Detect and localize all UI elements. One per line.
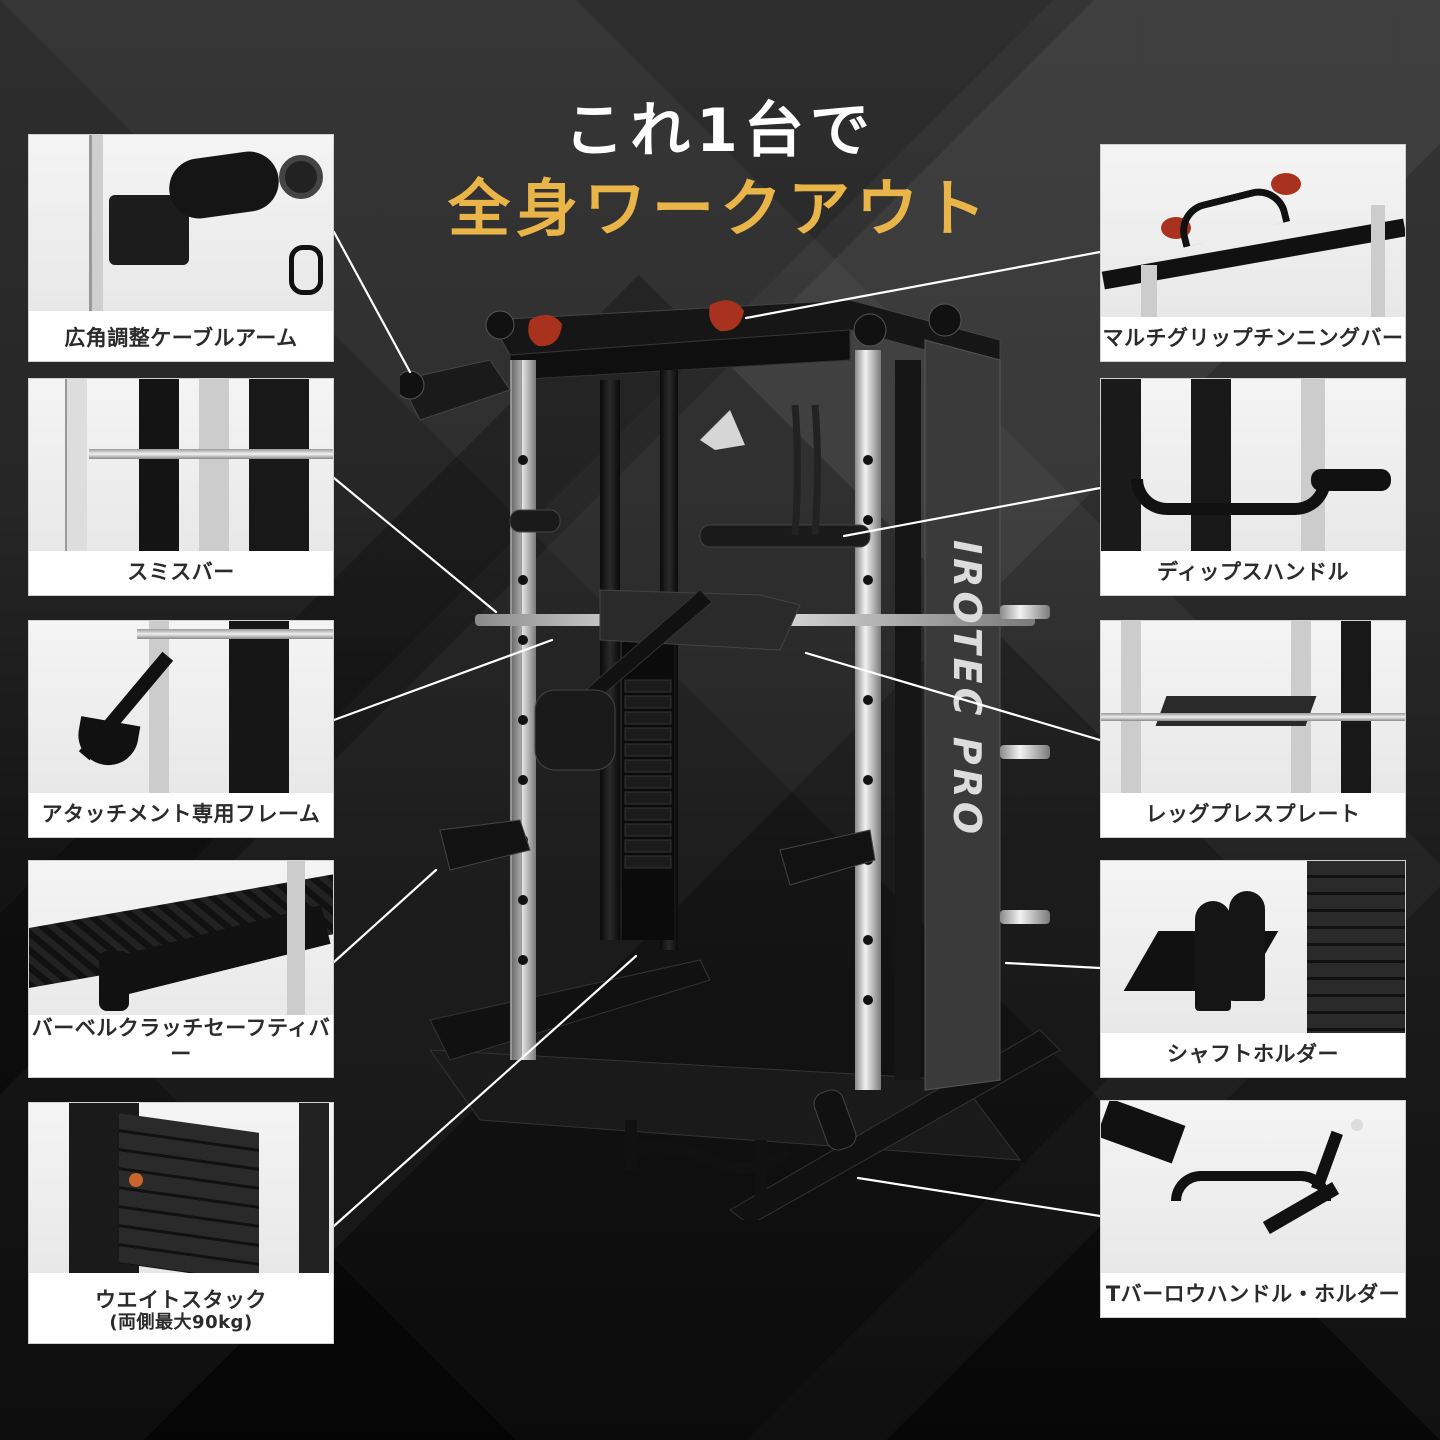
feature-label: ディップスハンドル [1101, 559, 1405, 595]
feature-label: アタッチメント専用フレーム [29, 801, 333, 837]
feature-panel-attachment-frame: アタッチメント専用フレーム [28, 620, 334, 838]
feature-panel-t-bar-row-handle: Tバーロウハンドル・ホルダー [1100, 1100, 1406, 1318]
feature-panel-leg-press-plate: レッグプレスプレート [1100, 620, 1406, 838]
smith-bar-icon [29, 379, 333, 551]
feature-panel-shaft-holder: シャフトホルダー [1100, 860, 1406, 1078]
cable-arm-icon [29, 135, 333, 311]
safety-bar-icon [29, 861, 333, 1033]
feature-label: レッグプレスプレート [1101, 801, 1405, 837]
feature-label: ウエイトスタック [95, 1288, 267, 1312]
headline-line-1: これ1台で [564, 96, 876, 166]
chin-bar-icon [1101, 145, 1405, 317]
feature-label: シャフトホルダー [1101, 1041, 1405, 1077]
brand-logo: IROTEC PRO [945, 540, 989, 839]
leg-press-plate-icon [1101, 621, 1405, 793]
feature-panel-smith-bar: スミスバー [28, 378, 334, 596]
attachment-frame-icon [29, 621, 333, 793]
feature-panel-cable-arm: 広角調整ケーブルアーム [28, 134, 334, 362]
feature-label: スミスバー [29, 559, 333, 595]
shaft-holder-icon [1101, 861, 1405, 1033]
headline-line-2: 全身ワークアウト [447, 172, 992, 245]
feature-panel-safety-bar: バーベルクラッチセーフティバー [28, 860, 334, 1078]
feature-label-group: ウエイトスタック (両側最大90kg) [29, 1287, 333, 1343]
dip-handle-icon [1101, 379, 1405, 551]
feature-label: 広角調整ケーブルアーム [29, 325, 333, 361]
feature-label: マルチグリップチンニングバー [1101, 325, 1405, 361]
t-bar-row-handle-icon [1101, 1101, 1405, 1273]
feature-label: バーベルクラッチセーフティバー [29, 1015, 333, 1077]
weight-stack-icon [29, 1103, 333, 1273]
feature-panel-chin-bar: マルチグリップチンニングバー [1100, 144, 1406, 362]
feature-sublabel: (両側最大90kg) [109, 1312, 253, 1333]
feature-label: Tバーロウハンドル・ホルダー [1101, 1281, 1405, 1317]
feature-panel-weight-stack: ウエイトスタック (両側最大90kg) [28, 1102, 334, 1344]
feature-panel-dip-handle: ディップスハンドル [1100, 378, 1406, 596]
